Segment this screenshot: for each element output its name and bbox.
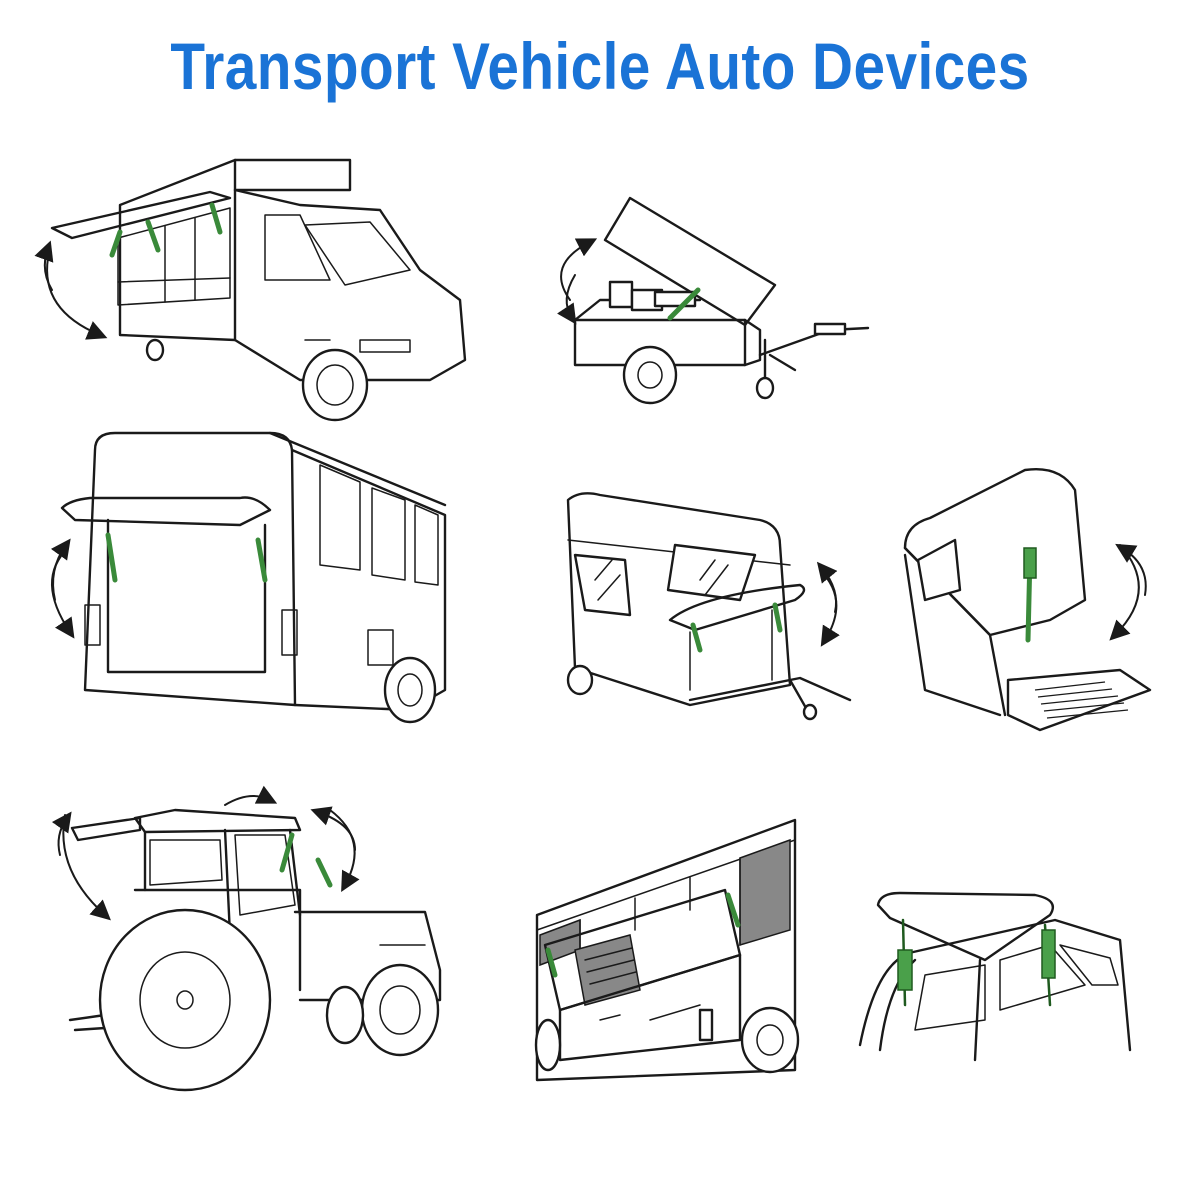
caravan-trailer-illustration xyxy=(566,492,852,721)
coach-luggage-bay-illustration xyxy=(534,818,800,1082)
food-truck-illustration xyxy=(34,158,467,422)
page-title: Transport Vehicle Auto Devices xyxy=(170,29,1030,103)
city-bus-rear-illustration xyxy=(50,431,447,724)
utility-trailer-illustration xyxy=(557,196,870,405)
tractor-cab-illustration xyxy=(51,785,442,1092)
van-side-door-illustration xyxy=(903,468,1152,732)
car-tailgate-illustration xyxy=(858,891,1132,1062)
